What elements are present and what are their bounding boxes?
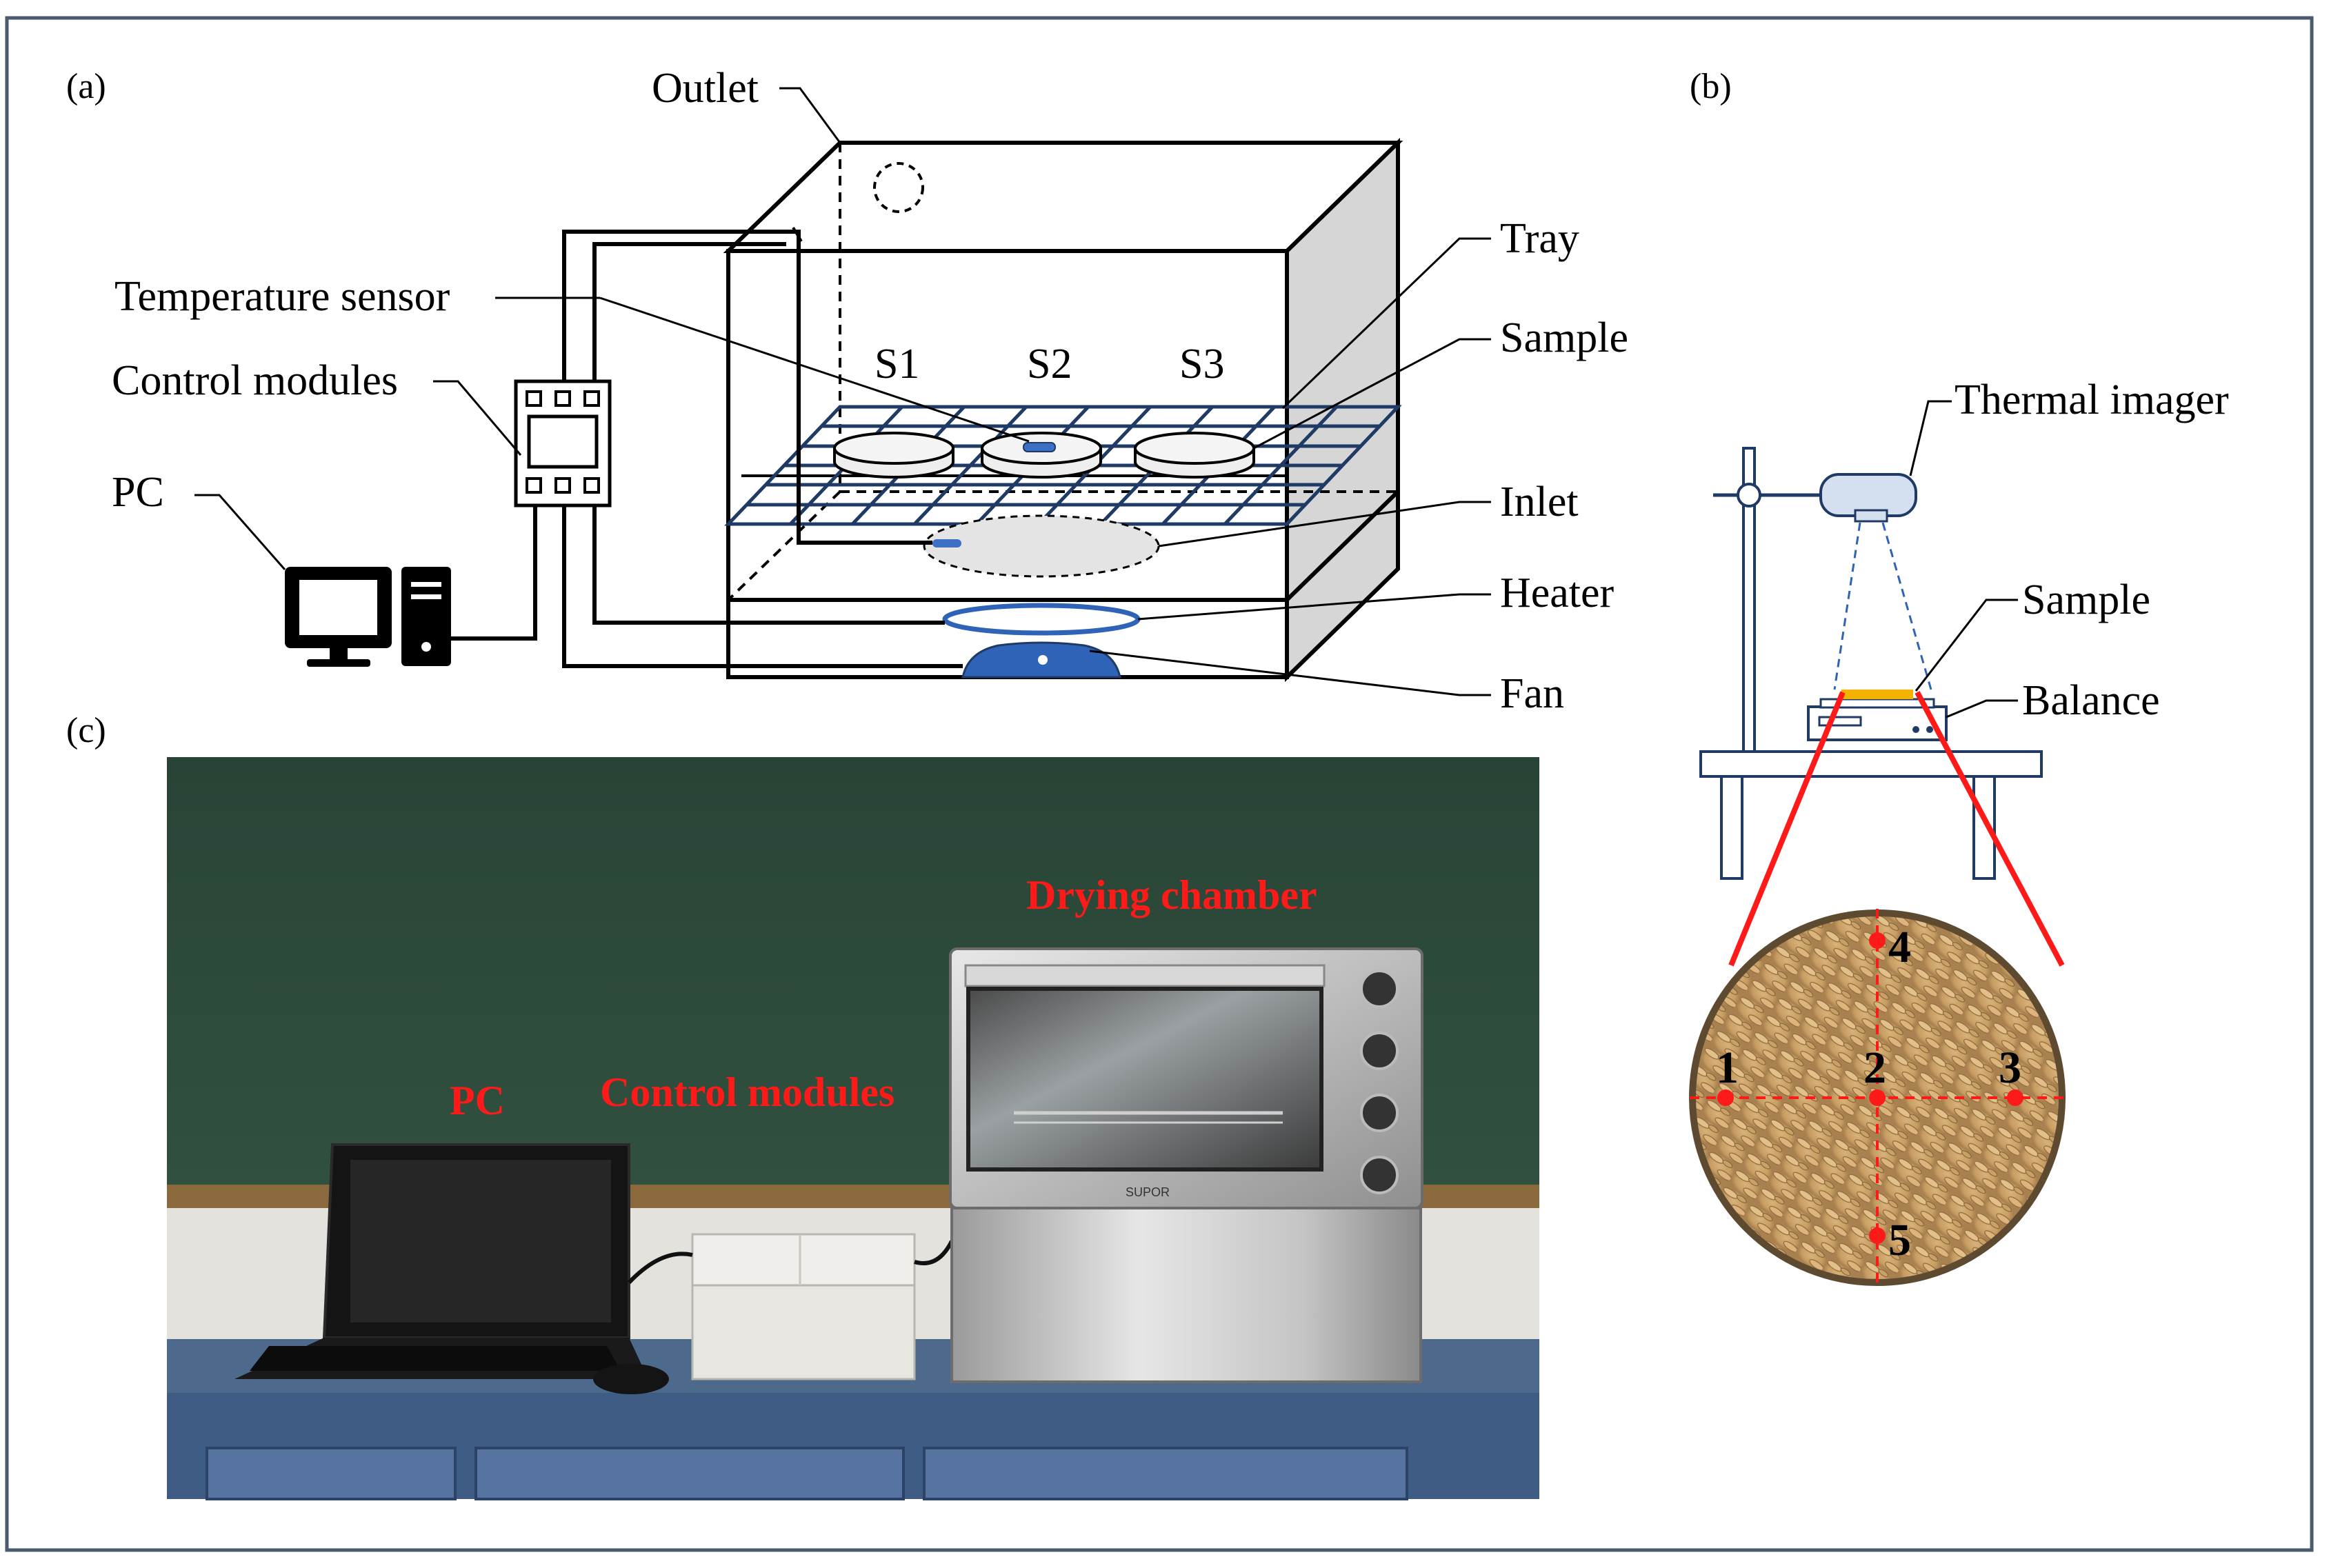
zoom-line-left: [1728, 691, 1846, 967]
pc-label: PC: [112, 469, 164, 516]
sample-label-a: Sample: [1500, 314, 1628, 361]
panel-c-label: (c): [66, 711, 106, 750]
outlet-port: [873, 162, 924, 213]
balance-label: Balance: [2022, 677, 2160, 724]
sample-dishes: [833, 432, 1255, 479]
table: [1699, 750, 2043, 778]
mouse: [593, 1364, 669, 1394]
point-4-label: 4: [1888, 922, 1911, 972]
sensor-probe: [1023, 442, 1056, 452]
pc-photo-label: PC: [450, 1078, 505, 1123]
chamber-top-face: [723, 141, 1403, 253]
point-3-dot: [2007, 1089, 2023, 1106]
zoom-line-right: [1915, 691, 2065, 967]
control-module-box: [514, 379, 612, 507]
point-2-dot: [1869, 1089, 1886, 1106]
outlet-label: Outlet: [652, 65, 759, 112]
thermal-imager-label: Thermal imager: [1955, 376, 2229, 423]
control-modules-leader: [433, 380, 522, 456]
control-modules-photo-label: Control modules: [600, 1069, 894, 1115]
pc-icon: [285, 567, 451, 667]
point-5-label: 5: [1888, 1215, 1911, 1265]
outlet-leader: [779, 87, 841, 143]
panel-b-label: (b): [1690, 67, 1732, 106]
panel-c-photo: (c): [66, 711, 1539, 1500]
pc-leader: [194, 494, 286, 570]
heater-leader: [1137, 593, 1491, 621]
temperature-sensor-leader: [599, 296, 1030, 443]
point-2-label: 2: [1863, 1043, 1886, 1093]
fan-leader: [1089, 650, 1491, 696]
balance-leader: [1946, 699, 2018, 718]
panel-a-schematic: (a) Outlet: [66, 65, 1628, 717]
point-4-dot: [1869, 932, 1886, 949]
steel-base: [950, 1207, 1422, 1383]
inlet-leader: [1158, 501, 1491, 547]
point-1-dot: [1717, 1089, 1734, 1106]
panel-b-schematic: (b) Thermal imager Sample Balance: [1689, 67, 2229, 1286]
control-modules-label: Control modules: [112, 357, 398, 404]
fan-label: Fan: [1500, 670, 1564, 717]
inlet-label: Inlet: [1500, 479, 1579, 525]
inlet-sensor: [932, 539, 961, 547]
thermal-imager-leader: [1909, 400, 1952, 476]
sample-leader: [1253, 338, 1491, 450]
temperature-sensor-label: Temperature sensor: [114, 273, 450, 320]
sample-label-b: Sample: [2022, 576, 2150, 623]
drying-chamber-label: Drying chamber: [1026, 872, 1317, 918]
imager-fov: [1833, 522, 1861, 690]
laptop: [234, 1143, 669, 1394]
s2-label: S2: [1027, 341, 1072, 388]
oven-brand: SUPOR: [1126, 1185, 1170, 1199]
oven: SUPOR: [949, 947, 1423, 1383]
sample-leader-b: [1915, 599, 2018, 692]
wiring: [451, 226, 963, 668]
control-module-photo: [691, 1233, 916, 1380]
panel-a-label: (a): [66, 67, 106, 106]
point-1-label: 1: [1716, 1043, 1739, 1093]
figure-border: [5, 16, 2314, 1552]
heater-label: Heater: [1500, 570, 1615, 616]
point-3-label: 3: [1999, 1043, 2021, 1093]
point-5-dot: [1869, 1227, 1886, 1244]
tray-leader: [1281, 237, 1491, 410]
sample-on-balance: [1841, 690, 1913, 699]
s1-label: S1: [874, 341, 919, 388]
heater-coil: [942, 603, 1141, 636]
tray-label: Tray: [1500, 215, 1579, 262]
s3-label: S3: [1179, 341, 1224, 388]
